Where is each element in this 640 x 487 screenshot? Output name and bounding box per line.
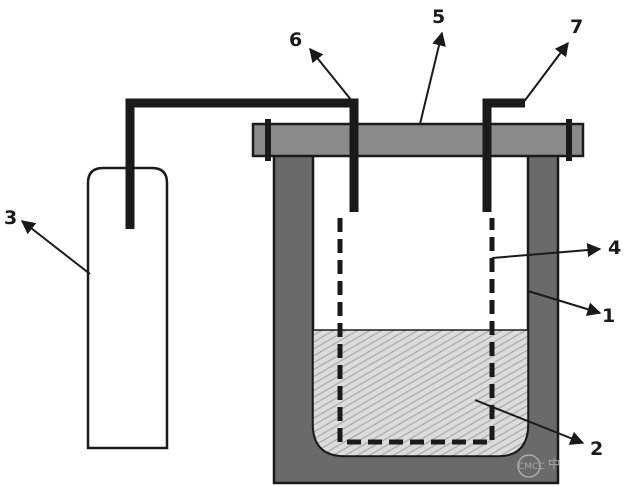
watermark-cjk: 中 xyxy=(548,456,560,471)
leader-line-1 xyxy=(527,290,602,317)
callout-label-7: 7 xyxy=(570,16,583,38)
callout-label-3: 3 xyxy=(4,207,17,229)
leader-line-6 xyxy=(309,47,353,102)
callout-label-4: 4 xyxy=(608,237,621,259)
watermark: CMCC 中 xyxy=(517,454,560,478)
callout-label-5: 5 xyxy=(432,6,445,28)
lid-clamp-left xyxy=(265,119,271,161)
callout-label-6: 6 xyxy=(289,29,302,51)
callout-label-1: 1 xyxy=(602,305,615,327)
leader-line-2 xyxy=(474,399,585,445)
leader-line-3 xyxy=(20,220,91,275)
leader-line-5 xyxy=(419,31,446,125)
lid-clamp-right xyxy=(566,119,572,161)
connecting-tube-left xyxy=(125,98,359,229)
watermark-text: CMCC xyxy=(518,462,545,472)
liquid-body xyxy=(312,329,529,457)
lid-plate xyxy=(251,122,585,158)
callout-label-2: 2 xyxy=(590,438,603,460)
watermark-globe-icon xyxy=(517,454,541,478)
inner-dashed-basket xyxy=(337,218,495,445)
collection-bottle xyxy=(86,166,169,450)
leader-line-4 xyxy=(491,243,602,259)
outlet-tube-right xyxy=(482,98,525,212)
leader-line-7 xyxy=(522,41,569,104)
